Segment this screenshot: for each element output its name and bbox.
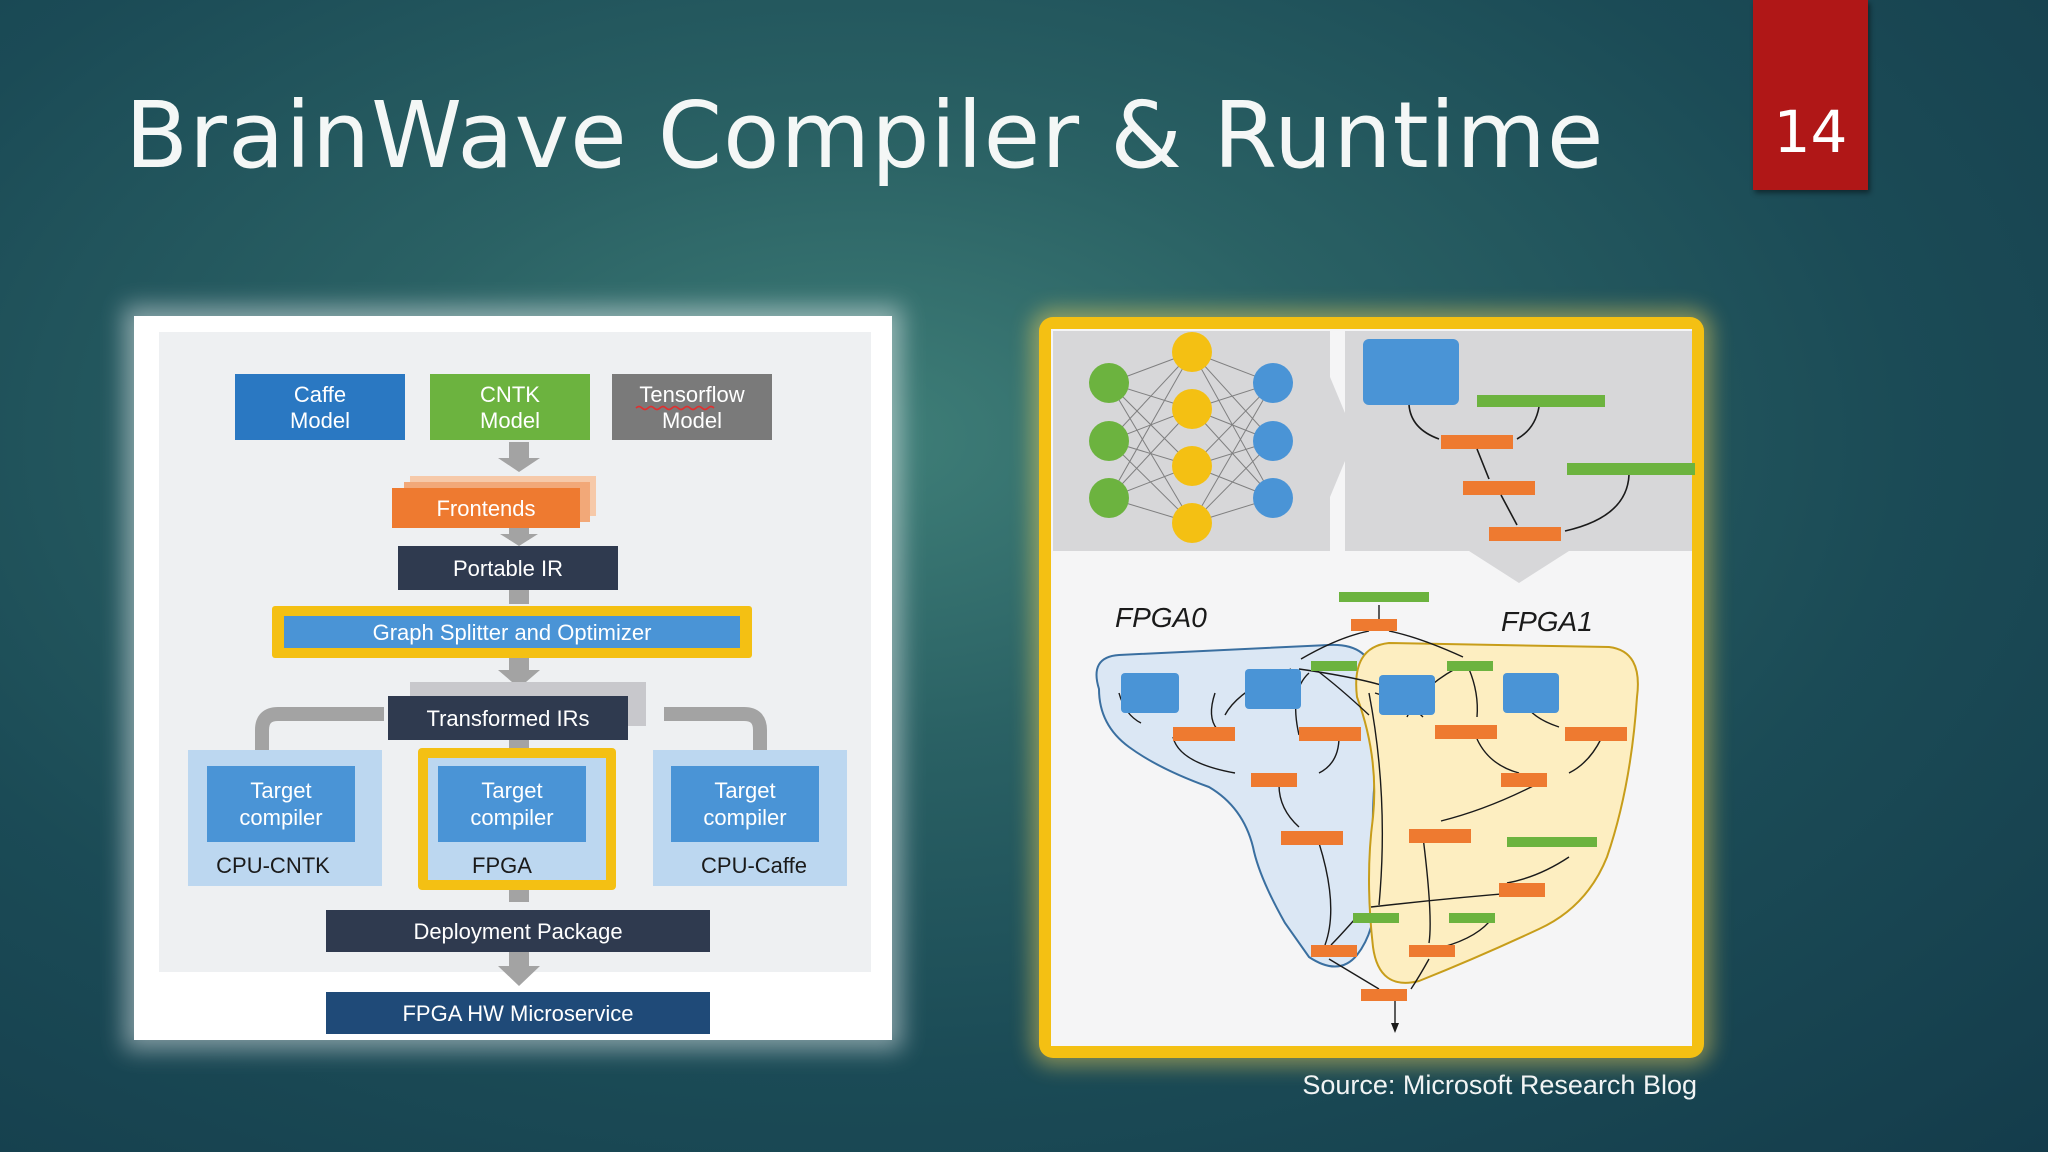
fpga-microservice-label: FPGA HW Microservice <box>402 1001 633 1026</box>
cpu-caffe-label: CPU-Caffe <box>701 853 807 878</box>
fpga1-label: FPGA1 <box>1501 606 1593 637</box>
tensorflow-model-box: Tensorflow Model <box>612 374 772 440</box>
caffe-model-label-2: Model <box>290 408 350 433</box>
caffe-model-label-1: Caffe <box>294 382 346 407</box>
portable-ir-label: Portable IR <box>453 556 563 581</box>
partition-orange-ops <box>1173 619 1627 1001</box>
hidden-nodes <box>1172 332 1212 543</box>
fpga-label: FPGA <box>472 853 532 878</box>
tensorflow-model-label-1: Tensorflow <box>639 382 744 407</box>
page-number: 14 <box>1773 98 1848 166</box>
partitioned-graph <box>1118 592 1627 1033</box>
caffe-model-box: Caffe Model <box>235 374 405 440</box>
frontends-label: Frontends <box>436 496 535 521</box>
compiler-flow-diagram: Caffe Model CNTK Model Tensorflow Model … <box>134 316 892 1040</box>
cntk-model-box: CNTK Model <box>430 374 590 440</box>
tensorflow-model-label-2: Model <box>662 408 722 433</box>
output-nodes <box>1253 363 1293 518</box>
target-cpu-caffe: Target compiler CPU-Caffe <box>653 750 847 886</box>
transformed-irs-label: Transformed IRs <box>426 706 589 731</box>
slide-title: BrainWave Compiler & Runtime <box>125 82 1605 189</box>
target-fpga-label-1: Target <box>481 778 542 803</box>
target-fpga-label-2: compiler <box>470 805 553 830</box>
target-cpu-cntk-label-2: compiler <box>239 805 322 830</box>
target-cpu-cntk: Target compiler CPU-CNTK <box>188 750 382 886</box>
portable-ir-box: Portable IR <box>398 546 618 590</box>
input-nodes <box>1089 363 1129 518</box>
transformed-irs-box: Transformed IRs <box>388 682 646 740</box>
graph-splitter-box: Graph Splitter and Optimizer <box>272 606 752 658</box>
page-number-tab: 14 <box>1753 0 1868 190</box>
source-caption: Source: Microsoft Research Blog <box>1302 1070 1697 1100</box>
target-fpga: Target compiler FPGA <box>418 748 616 890</box>
partition-arrowheads <box>1391 1023 1399 1033</box>
matrix-block <box>1363 339 1459 405</box>
cpu-cntk-label: CPU-CNTK <box>216 853 330 878</box>
graph-splitter-label: Graph Splitter and Optimizer <box>373 620 652 645</box>
partition-matrix-blocks <box>1121 669 1559 715</box>
spellcheck-underline <box>635 405 715 411</box>
operator-edges <box>1408 404 1630 532</box>
neural-network-panel <box>1053 331 1355 551</box>
partition-green-ops <box>1311 592 1597 923</box>
deployment-package-box: Deployment Package <box>326 910 710 952</box>
target-cpu-caffe-label-1: Target <box>714 778 775 803</box>
target-cpu-caffe-label-2: compiler <box>703 805 786 830</box>
deployment-package-label: Deployment Package <box>413 919 622 944</box>
partition-diagram: FPGA0 FPGA1 <box>1039 317 1704 1058</box>
frontends-box: Frontends <box>392 476 596 528</box>
fpga-microservice-box: FPGA HW Microservice <box>326 992 710 1034</box>
target-cpu-cntk-label-1: Target <box>250 778 311 803</box>
cntk-model-label-1: CNTK <box>480 382 540 407</box>
operator-graph-panel <box>1345 331 1695 583</box>
cntk-model-label-2: Model <box>480 408 540 433</box>
fpga0-label: FPGA0 <box>1115 602 1207 633</box>
